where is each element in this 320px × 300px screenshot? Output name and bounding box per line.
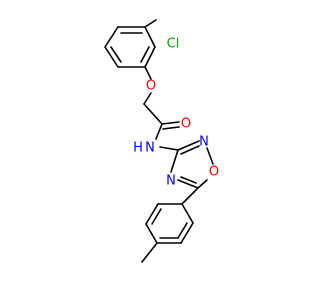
double-bond-inner — [180, 176, 197, 184]
bond — [104, 46, 119, 68]
double-bond-inner — [180, 145, 200, 155]
bond — [144, 66, 152, 80]
ring-nitrogen-left-atom: N — [166, 174, 176, 189]
bond — [180, 222, 194, 244]
bond — [197, 179, 208, 189]
double-bond-inner — [140, 46, 150, 63]
bond — [144, 46, 156, 68]
ring-nitrogen-top-atom: N — [199, 135, 209, 150]
bond — [159, 146, 179, 151]
bond — [181, 203, 194, 224]
bond — [170, 149, 179, 173]
double-bond-inner — [110, 46, 122, 63]
ring-oxygen-atom: O — [209, 165, 219, 180]
double-bond-inner — [177, 222, 188, 239]
bond — [181, 187, 199, 205]
bond — [177, 140, 200, 151]
carbonyl-oxygen-atom: O — [181, 117, 191, 132]
bond — [143, 103, 163, 125]
structure-canvas: Cl O O N H N O N — [104, 19, 219, 263]
bond — [144, 26, 156, 48]
bond — [145, 203, 159, 225]
bond — [104, 26, 119, 48]
double-bond-inner — [162, 126, 180, 130]
oxadiazole-ring — [170, 140, 214, 189]
amide-nitrogen-atom: N — [145, 141, 155, 156]
amide-hydrogen-atom: H — [133, 141, 143, 156]
chlorine-atom: Cl — [167, 37, 180, 52]
double-bond-inner — [151, 208, 162, 225]
bond — [161, 121, 180, 125]
bond — [141, 242, 158, 263]
ether-oxygen-atom: O — [146, 79, 156, 94]
molecule-structure: Cl O O N H N O N — [104, 19, 219, 263]
bond — [206, 147, 214, 165]
tolyl-ring — [145, 203, 194, 244]
bond — [144, 19, 157, 28]
bond — [145, 223, 158, 244]
bond — [143, 92, 152, 105]
chlorophenyl-ring — [104, 26, 156, 68]
bond — [177, 179, 199, 189]
bond — [155, 123, 163, 140]
